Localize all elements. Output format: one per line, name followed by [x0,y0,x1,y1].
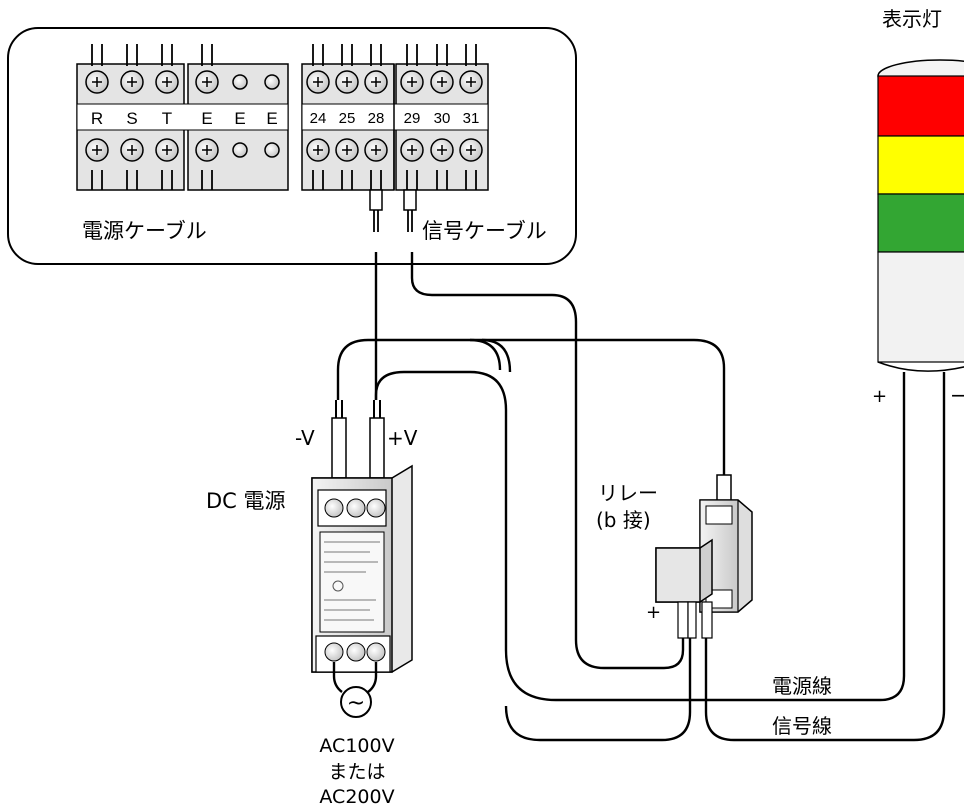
indicator-light: 表示灯 + − [872,7,964,407]
screw-cross-icon [466,145,476,155]
terminal-screw-icon [264,74,280,90]
dc-minus-v-label: -V [295,426,315,450]
screw-cross-icon [162,77,172,87]
terminal-label-25: 25 [339,110,356,127]
ac-voltage-line3: AC200V [319,786,394,808]
screw-cross-icon [342,77,352,87]
screw-cross-icon [371,77,381,87]
terminal-label-r: R [91,109,103,128]
indicator-plus-label: + [872,386,887,407]
terminal-screw-icon [232,74,248,90]
indicator-yellow-segment [877,135,964,195]
dc-plus-v-label: +V [387,426,418,450]
terminal-label-30: 30 [434,110,451,127]
terminal-wires [91,44,477,190]
screw-cross-icon [342,145,352,155]
indicator-red-segment [877,75,964,137]
screw-cross-icon [466,77,476,87]
dc-power-supply: ~ -V +V DC 電源 AC100V または AC200V [206,400,418,808]
terminal-label-e2: E [234,109,245,128]
relay-label-line2: (b 接) [596,508,651,532]
terminal-label-31: 31 [463,110,480,127]
screw-cross-icon [313,145,323,155]
ac-source-icon [340,686,372,718]
terminal-label-28: 28 [368,110,385,127]
screw-cross-icon [162,145,172,155]
indicator-green-segment [877,193,964,253]
screw-cross-icon [437,77,447,87]
ac-symbol: ~ [347,691,365,716]
indicator-minus-label: − [950,383,964,407]
screw-cross-icon [127,145,137,155]
screw-cross-icon [202,77,212,87]
terminal-label-s: S [126,109,137,128]
screw-cross-icon [127,77,137,87]
screw-cross-icon [371,145,381,155]
terminal-label-e3: E [266,109,277,128]
screw-cross-icon [313,77,323,87]
indicator-base [877,251,964,363]
terminal-panel: R S T E E E 24 25 28 29 30 31 電源ケーブル 信号ケ… [7,27,577,265]
signal-cable-jacket-left [369,189,383,211]
terminal-label-29: 29 [404,110,421,127]
relay-plus-label: + [646,602,661,623]
dc-supply-label: DC 電源 [206,489,286,513]
terminal-screw-icon [264,142,280,158]
power-line-label: 電源線 [772,674,832,698]
signal-line-label: 信号線 [772,714,832,738]
terminal-label-e1: E [201,109,212,128]
signal-cable-jacket-right [403,189,417,211]
screw-cross-icon [407,77,417,87]
relay: リレー (b 接) + [596,474,753,639]
relay-label-line1: リレー [598,481,658,505]
terminal-screw-icon [232,142,248,158]
power-cable-label: 電源ケーブル [82,219,207,243]
screw-cross-icon [92,77,102,87]
ac-voltage-line2: または [328,761,385,783]
terminal-screws [85,70,483,162]
ac-voltage-line1: AC100V [319,735,394,757]
screw-cross-icon [437,145,447,155]
indicator-label: 表示灯 [882,7,942,31]
screw-cross-icon [202,145,212,155]
signal-cable-label: 信号ケーブル [422,219,547,243]
terminal-label-t: T [162,109,172,128]
screw-cross-icon [92,145,102,155]
connection-wires [336,252,946,742]
screw-cross-icon [407,145,417,155]
terminal-label-24: 24 [310,110,327,127]
